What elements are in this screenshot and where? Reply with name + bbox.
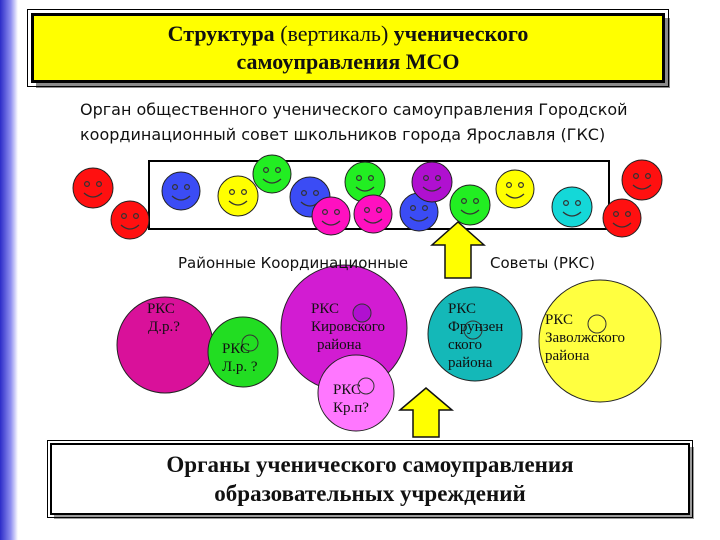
subtitle: Орган общественного ученического самоупр… <box>80 97 680 147</box>
rks-frunze-text: РКС Фрунзен ского района <box>448 300 503 372</box>
smiley-magenta-1-icon <box>311 196 351 236</box>
school-bodies-box: Органы ученического самоуправления образ… <box>47 440 693 518</box>
slide-title: Структура (вертикаль) ученического самоу… <box>27 9 669 87</box>
smiley-magenta-2-icon <box>353 194 393 234</box>
left-gradient-stripe <box>0 0 18 540</box>
title-line-2: самоуправления МСО <box>236 49 460 74</box>
ring-frunze-icon <box>463 320 483 340</box>
district-label-left: Районные Координационные <box>178 254 409 272</box>
rks-frunze-line1: РКС <box>448 301 476 317</box>
rks-kirov-text: РКС Кировского района <box>311 300 385 354</box>
rks-zavolzh-circle <box>538 279 662 403</box>
bottom-line-1: Органы ученического самоуправления <box>166 452 574 477</box>
up-arrow-lower-icon <box>397 387 455 438</box>
smiley-blue-1-icon <box>161 171 201 211</box>
smiley-purple-1-icon <box>411 161 453 203</box>
rks-frunze-line4: района <box>448 355 493 371</box>
ring-lr-icon <box>241 334 259 352</box>
title-word-vertical: (вертикаль) <box>280 21 389 46</box>
smiley-yellow-1-icon <box>217 175 259 217</box>
rks-krp-circle <box>317 354 395 432</box>
subtitle-line-1: Орган общественного ученического самоупр… <box>80 100 628 119</box>
rks-lr-line1: РКС <box>222 341 250 357</box>
ring-zavolzh-icon <box>587 314 607 334</box>
smiley-red-right-low-icon <box>602 198 642 238</box>
smiley-red-left-low-icon <box>110 200 150 240</box>
ring-kirov-icon <box>352 303 372 323</box>
rks-zavolzh-line3: района <box>545 348 590 364</box>
rks-kirov-line2: Кировского <box>311 319 385 335</box>
rks-kirov-line1: РКС <box>311 301 339 317</box>
title-line-1: Структура (вертикаль) ученического <box>168 20 529 48</box>
rks-lr-line2: Л.р. ? <box>222 359 258 375</box>
rks-krp-text: РКС Кр.п? <box>333 381 369 417</box>
subtitle-line-2: координационный совет школьников города … <box>80 125 606 144</box>
rks-lr-circle <box>207 316 279 388</box>
rks-dr-text: РКС Д.р.? <box>142 300 180 336</box>
rks-krp-line1: РКС <box>333 382 361 398</box>
title-word-student: ученического <box>393 21 529 46</box>
bottom-line-2: образовательных учреждений <box>214 481 526 506</box>
rks-lr-text: РКС Л.р. ? <box>222 340 258 376</box>
rks-dr-line2: Д.р.? <box>148 319 180 335</box>
rks-zavolzh-text: РКС Заволжского района <box>545 311 625 365</box>
rks-frunze-line2: Фрунзен <box>448 319 504 335</box>
district-label-right: Советы (РКС) <box>490 254 595 272</box>
smiley-yellow-2-icon <box>495 169 535 209</box>
smiley-green-3-icon <box>449 184 491 226</box>
smiley-red-outer-left-icon <box>72 167 114 209</box>
rks-frunze-line3: ского <box>448 337 482 353</box>
title-word-structure: Структура <box>167 21 275 46</box>
rks-krp-line2: Кр.п? <box>333 400 369 416</box>
ring-krp-icon <box>357 377 375 395</box>
rks-kirov-line3: района <box>317 337 362 353</box>
rks-dr-line1: РКС <box>146 301 175 317</box>
rks-zavolzh-line1: РКС <box>545 312 573 328</box>
up-arrow-upper-icon <box>430 220 486 279</box>
smiley-cyan-1-icon <box>551 186 593 228</box>
smiley-red-outer-right-icon <box>621 159 663 201</box>
rks-zavolzh-line2: Заволжского <box>545 330 625 346</box>
smiley-green-1-icon <box>252 154 292 194</box>
